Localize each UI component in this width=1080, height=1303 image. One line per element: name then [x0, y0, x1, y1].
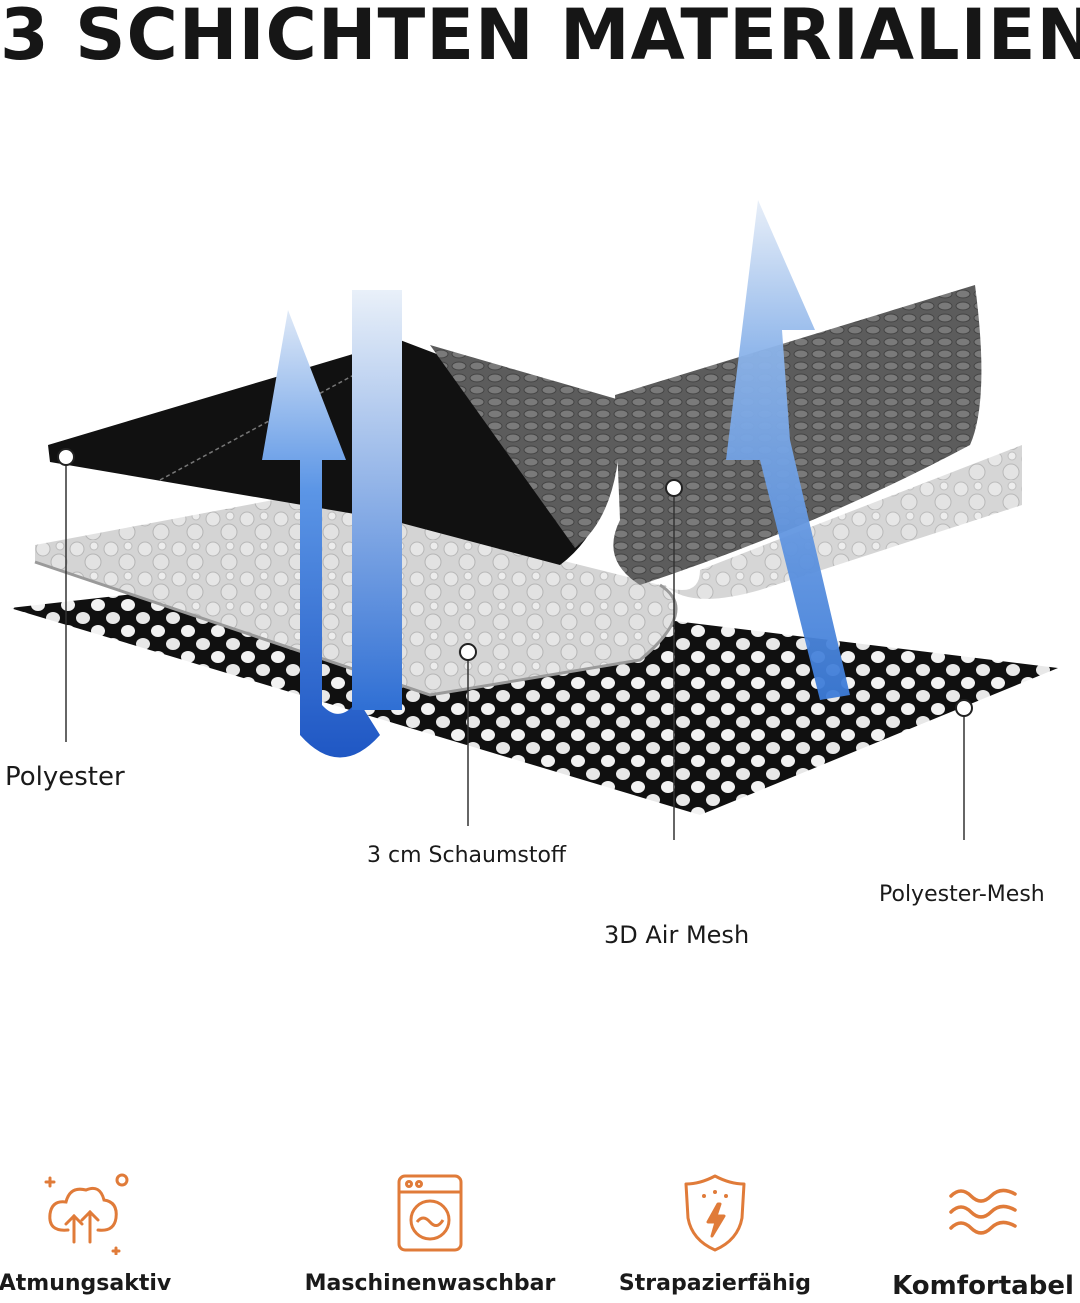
feature-label: Strapazierfähig	[618, 1271, 812, 1296]
label-foam: 3 cm Schaumstoff	[367, 843, 567, 868]
feature-comfort: Komfortabel	[848, 1170, 1080, 1301]
durable-shield-icon	[684, 1174, 746, 1252]
washing-machine-icon	[397, 1174, 463, 1252]
feature-breathable: Atmungsaktiv	[0, 1170, 220, 1296]
breathable-icon	[44, 1173, 129, 1255]
feature-label: Maschinenwaschbar	[304, 1271, 556, 1296]
feature-label: Komfortabel	[892, 1271, 1074, 1301]
label-polyester: Polyester	[5, 762, 125, 792]
feature-label: Atmungsaktiv	[0, 1271, 172, 1296]
airflow-arrows	[262, 200, 850, 758]
label-markers	[57, 448, 973, 717]
label-polyester-mesh: Polyester-Mesh	[879, 882, 1045, 907]
comfort-waves-icon	[949, 1188, 1017, 1235]
label-leader-lines	[65, 457, 965, 840]
page-title: 3 SCHICHTEN MATERIALIEN	[0, 0, 1080, 76]
layers-diagram	[10, 200, 1058, 840]
feature-durable: Strapazierfähig	[580, 1170, 850, 1296]
feature-washable: Maschinenwaschbar	[295, 1170, 565, 1296]
label-air-mesh: 3D Air Mesh	[604, 921, 750, 949]
